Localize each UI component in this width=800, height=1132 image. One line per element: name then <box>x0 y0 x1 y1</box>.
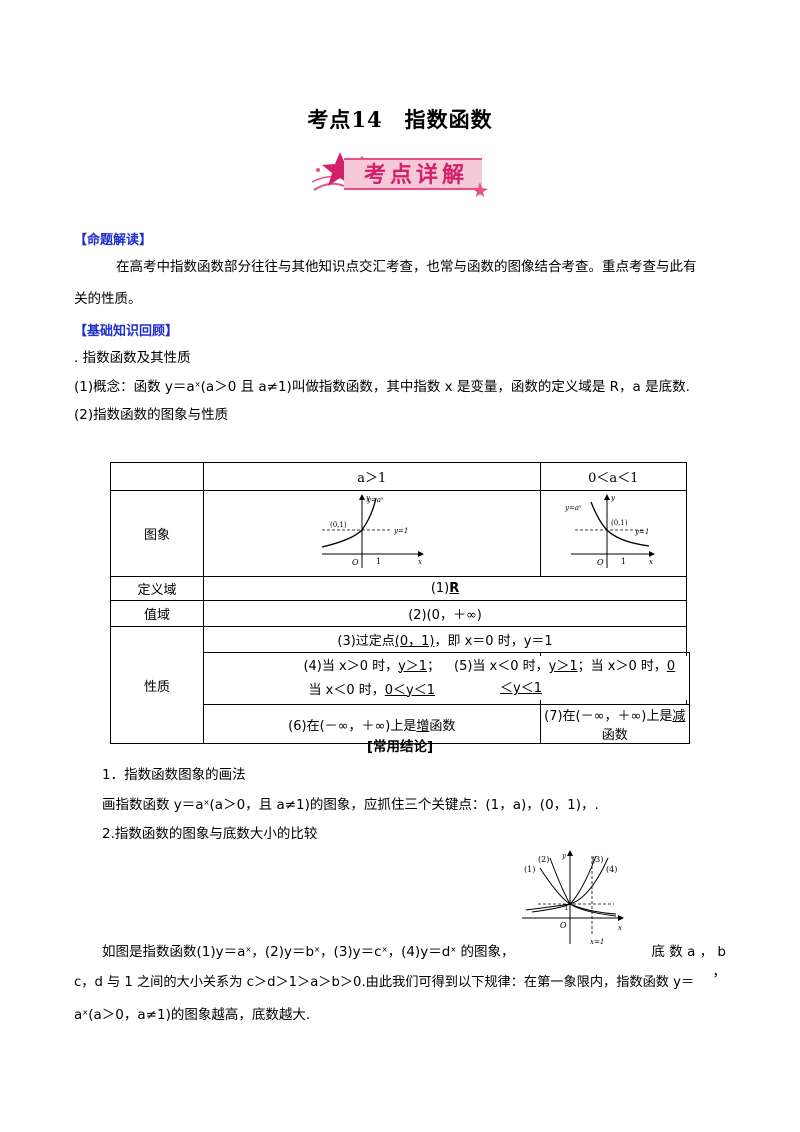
conclusion-2-title: 2.指数函数的图象与底数大小的比较 <box>102 826 318 842</box>
figure-vline-label: x=1 <box>590 938 604 946</box>
figure-label-1: (1) <box>524 865 535 874</box>
figure-x-label: x <box>618 924 622 932</box>
row-domain-label: 定义域 <box>109 576 205 601</box>
prop4-post: ； <box>427 658 441 674</box>
prop5-mid: ；当 x＞0 时， <box>577 659 667 674</box>
row-graph-label: 图象 <box>109 490 205 577</box>
curve-label: y=aˣ <box>564 504 582 512</box>
reading-line2: 关的性质。 <box>74 291 142 307</box>
graph-a-between-cell: y=aˣ (0,1) y=1 O 1 x y <box>539 490 687 577</box>
properties-table: a＞1 0＜a＜1 图象 y=aˣ (0,1) y=1 O 1 x y <box>109 462 690 744</box>
prop5-val1: y＞1 <box>548 659 578 674</box>
prop5-val2: 0 <box>666 659 676 674</box>
figure-label-4: (4) <box>606 865 617 874</box>
prop4-line2-val: 0＜y＜1 <box>384 682 436 698</box>
reading-line1: 在高考中指数函数部分往往与其他知识点交汇考查，也常与函数的图像结合考查。重点考查… <box>116 259 697 275</box>
prop6-cell: (6)在(－∞，＋∞)上是增函数 <box>203 704 541 744</box>
sparkle-icon <box>472 182 488 197</box>
curve-label: y=aˣ <box>366 496 384 504</box>
table-corner <box>109 462 205 491</box>
fixed-point-cell: (3)过定点(0，1)，即 x＝0 时，y＝1 <box>203 626 687 653</box>
point-label: (0,1) <box>330 521 347 529</box>
prop5-line2: ＜y＜1 <box>500 681 542 696</box>
figure-y-label: y <box>561 852 567 860</box>
domain-value-cell: (1)R <box>203 576 687 601</box>
one-label: 1 <box>376 557 381 566</box>
hline-label: y=1 <box>393 527 408 535</box>
conclusion-header: [常用结论] <box>366 739 434 755</box>
fixed-point-pre: (3)过定点 <box>337 634 395 649</box>
figure-label-3: (3) <box>592 855 603 864</box>
prop7-cell: (7)在(－∞，＋∞)上是减函数 <box>539 704 690 744</box>
graph-increasing: y=aˣ (0,1) y=1 O 1 x y <box>321 493 424 568</box>
conclusion-2-line3: aˣ(a＞0，a≠1)的图象越高，底数越大. <box>74 1007 311 1023</box>
review-item-title: . 指数函数及其性质 <box>74 350 191 366</box>
prop7-pre: (7)在(－∞，＋∞)上是 <box>544 709 673 724</box>
conclusion-2-line1-right: 底 数 a ， b ， <box>651 944 726 980</box>
one-label: 1 <box>621 557 626 566</box>
review-graph-title: (2)指数函数的图象与性质 <box>74 407 229 423</box>
y-axis-label: y <box>365 494 371 502</box>
domain-value: R <box>449 581 460 596</box>
prop4-val: y＞1 <box>398 658 428 674</box>
page-title: 考点14 指数函数 <box>307 107 493 132</box>
graph-decreasing: y=aˣ (0,1) y=1 O 1 x y <box>564 493 656 568</box>
banner-text: 考点详解 <box>363 163 468 188</box>
header-a-between: 0＜a＜1 <box>539 462 687 491</box>
row-range-label: 值域 <box>109 600 205 627</box>
prop6-pre: (6)在(－∞，＋∞)上是 <box>288 718 417 734</box>
y-axis-label: y <box>610 494 616 502</box>
conclusion-1-text: 画指数函数 y＝aˣ(a＞0，且 a≠1)的图象，应抓住三个关键点：(1，a)，… <box>102 797 599 813</box>
fixed-point-val: (0，1) <box>394 634 435 649</box>
review-header: 【基础知识回顾】 <box>74 324 179 339</box>
figure-origin: O <box>560 921 567 930</box>
prop6-post: 函数 <box>429 718 456 734</box>
fixed-point-post: ，即 x＝0 时，y＝1 <box>434 634 553 649</box>
prop7-val: 减 <box>672 709 686 724</box>
conclusion-1-title: 1．指数函数图象的画法 <box>102 767 246 783</box>
section-banner: 考点详解 <box>310 150 490 198</box>
conclusion-2-line1-left: 如图是指数函数(1)y＝aˣ，(2)y＝bˣ，(3)y＝cˣ，(4)y＝dˣ 的… <box>102 944 515 960</box>
banner-box <box>344 158 482 190</box>
row-props-label: 性质 <box>109 626 205 744</box>
graph-a-gt-1-cell: y=aˣ (0,1) y=1 O 1 x y <box>203 490 541 577</box>
hline-label: y=1 <box>634 528 649 536</box>
prop4-line2-pre: 当 x＜0 时， <box>308 682 385 698</box>
prop7-post: 函数 <box>601 728 628 743</box>
x-axis-label: x <box>418 558 422 566</box>
figure-label-2: (2) <box>538 855 549 864</box>
reading-header: 【命题解读】 <box>74 233 153 248</box>
origin-label: O <box>597 558 604 567</box>
domain-prefix: (1) <box>430 581 450 596</box>
point-label: (0,1) <box>611 519 628 527</box>
prop5-pre: (5)当 x＜0 时， <box>454 659 549 674</box>
header-a-gt-1: a＞1 <box>203 462 541 491</box>
prop5-text: (5)当 x＜0 时，y＞1；当 x＞0 时，0 ＜y＜1 <box>454 656 688 700</box>
figure-one: 1 <box>564 904 568 912</box>
conclusion-2-line2: c，d 与 1 之间的大小关系为 c＞d＞1＞a＞b＞0.由此我们可得到以下规律… <box>74 975 695 990</box>
range-value: (2)(0，＋∞) <box>203 600 687 627</box>
review-concept: (1)概念：函数 y＝aˣ(a＞0 且 a≠1)叫做指数函数，其中指数 x 是变… <box>74 379 690 395</box>
comparison-figure: (1) (2) (3) (4) O 1 x y x=1 <box>522 850 624 946</box>
prop4-pre: (4)当 x＞0 时， <box>303 658 399 674</box>
prop6-val: 增 <box>416 718 430 734</box>
x-axis-label: x <box>649 558 653 566</box>
origin-label: O <box>352 558 359 567</box>
